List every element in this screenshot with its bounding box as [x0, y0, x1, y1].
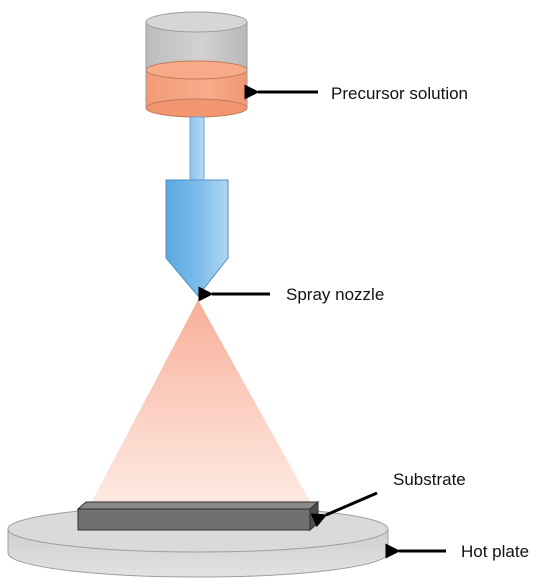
arrow-left-icon: [310, 491, 378, 528]
substrate-front: [77, 508, 311, 531]
substrate-label: Substrate: [393, 470, 466, 489]
spray-nozzle-icon: [165, 179, 229, 297]
precursor-solution-label: Precursor solution: [331, 84, 469, 103]
reservoir-top: [145, 11, 248, 33]
substrate: [76, 500, 320, 532]
spray-nozzle-label: Spray nozzle: [286, 285, 385, 304]
hot-plate-label: Hot plate: [461, 542, 530, 561]
spray-plume: [90, 300, 312, 505]
precursor-surface: [145, 60, 248, 80]
substrate-top: [76, 501, 320, 510]
feed-tube: [189, 116, 205, 182]
reservoir-bottom: [145, 98, 248, 118]
reservoir-cylinder-icon: [145, 11, 248, 118]
